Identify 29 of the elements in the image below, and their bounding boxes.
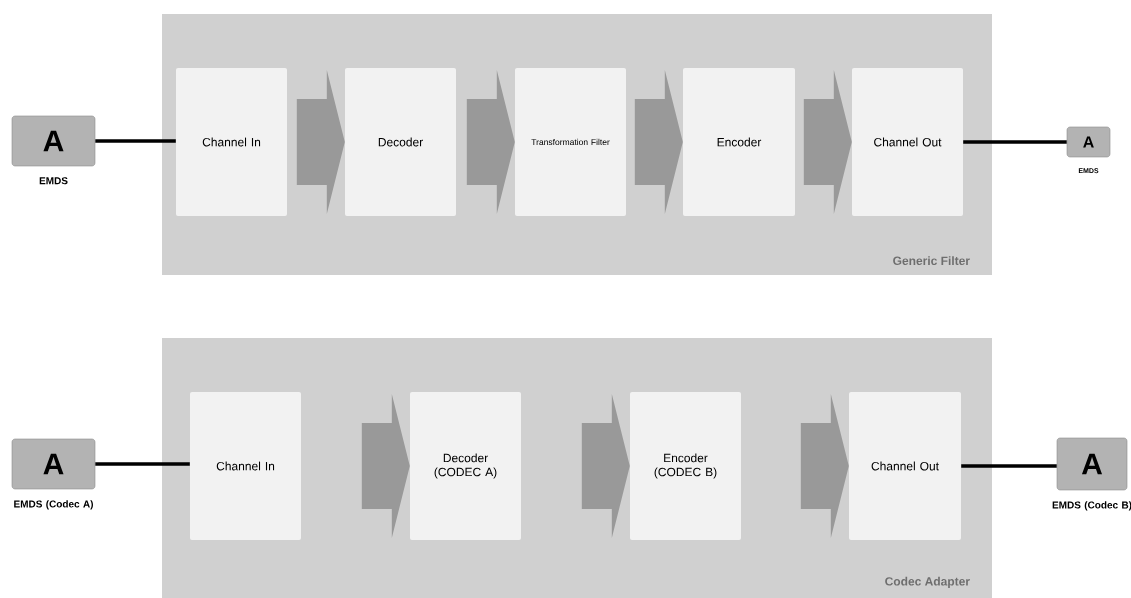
process-box: Channel Out: [849, 392, 961, 540]
panel-title: Codec Adapter: [885, 576, 970, 588]
process-box: Channel In: [176, 68, 287, 216]
process-box: Encoder (CODEC B): [630, 392, 741, 540]
process-box: Decoder (CODEC A): [410, 392, 521, 540]
chevron-arrow: [634, 70, 683, 214]
process-box: Transformation Filter: [515, 68, 626, 216]
chevron-arrow: [800, 394, 849, 538]
connector-line: [961, 464, 1057, 468]
chevron-arrow: [466, 70, 515, 214]
letter-tile: A: [11, 438, 96, 490]
process-box: Encoder: [683, 68, 795, 216]
chevron-arrow: [581, 394, 630, 538]
connector-line: [95, 462, 190, 466]
letter-tile: A: [1056, 437, 1128, 491]
connector-line: [95, 139, 176, 143]
node-label: EMDS (Codec B): [1052, 501, 1131, 511]
letter-tile: A: [1066, 126, 1111, 158]
letter-tile: A: [11, 115, 96, 167]
process-box: Channel Out: [852, 68, 963, 216]
panel-title: Generic Filter: [893, 256, 970, 265]
process-box: Decoder: [345, 68, 456, 216]
process-box: Channel In: [190, 392, 301, 540]
chevron-arrow: [296, 70, 345, 214]
connector-line: [963, 140, 1067, 144]
node-label: EMDS: [39, 177, 68, 185]
node-label: EMDS (Codec A): [14, 500, 93, 510]
chevron-arrow: [361, 394, 410, 538]
chevron-arrow: [803, 70, 852, 214]
